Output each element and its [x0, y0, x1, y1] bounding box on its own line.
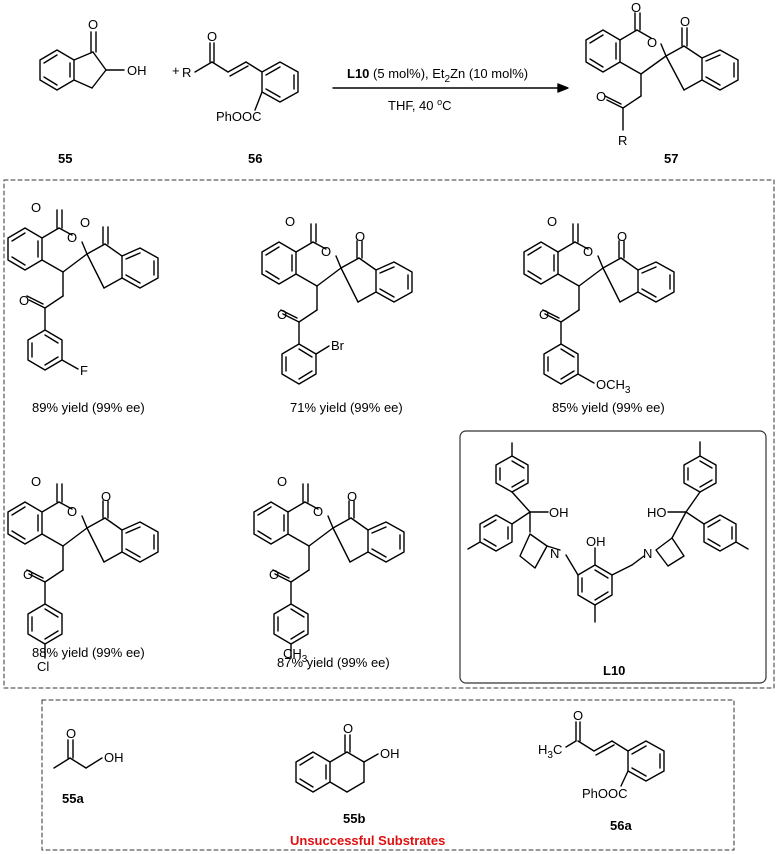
scope4-ketone-o: O	[23, 567, 33, 582]
compound-label-55: 55	[58, 151, 72, 166]
scope5-caption: 87% yield (99% ee)	[277, 655, 390, 670]
scope3-ring-o: O	[583, 244, 593, 259]
scope5-substituent: CH3	[283, 646, 308, 665]
ester-label-56: PhOOC	[216, 109, 262, 124]
scope2-substituent: Br	[331, 338, 345, 353]
scope2-ketone-o: O	[277, 307, 287, 322]
ketone-o-57: O	[596, 89, 606, 104]
plus-sign: +	[172, 63, 180, 78]
oh-label-55: OH	[127, 63, 147, 78]
scope4-caption: 88% yield (99% ee)	[32, 645, 145, 660]
ligand-label: L10	[603, 663, 625, 678]
scope1-substituent: F	[80, 363, 88, 378]
compound-label-55b: 55b	[343, 811, 365, 826]
scope4-ring-o: O	[67, 504, 77, 519]
scope-structure-5	[253, 483, 405, 659]
scope-structure-4	[7, 483, 159, 659]
unsuccessful-frame	[41, 699, 735, 851]
indanone-o-57: O	[680, 14, 690, 29]
r-group-57: R	[618, 133, 627, 148]
scope5-ring-o: O	[313, 504, 323, 519]
carbonyl-o-56: O	[207, 29, 217, 44]
scope4-indanone-o: O	[101, 489, 111, 504]
ligand-ho-right: HO	[647, 505, 667, 520]
ring-o-57: O	[647, 35, 657, 50]
scope2-indanone-o: O	[355, 229, 365, 244]
scope4-substituent: Cl	[37, 659, 49, 674]
methyl-56a: H3C	[538, 742, 562, 761]
conditions-top: L10 (5 mol%), Et2Zn (10 mol%)	[347, 66, 528, 85]
scope1-caption: 89% yield (99% ee)	[32, 400, 145, 415]
structure-55b	[295, 734, 379, 793]
scope4-lactone-o: O	[31, 474, 41, 489]
product-57-structure	[585, 12, 739, 131]
r-group-56: R	[182, 65, 191, 80]
scope1-ring-o: O	[67, 230, 77, 245]
scope3-lactone-o: O	[547, 214, 557, 229]
structure-55a	[53, 739, 103, 769]
ligand-oh-left: OH	[549, 505, 569, 520]
reaction-arrow	[332, 83, 569, 93]
structure-56a	[565, 721, 665, 787]
scope1-indanone-o: O	[80, 215, 90, 230]
scope3-substituent: OCH3	[596, 377, 631, 396]
oh-label-55b: OH	[380, 746, 400, 761]
ligand-n-left: N	[550, 546, 559, 561]
scope5-ketone-o: O	[269, 567, 279, 582]
carbonyl-o-55b: O	[343, 721, 353, 736]
carbonyl-o-55a: O	[66, 726, 76, 741]
reactant-56-structure	[194, 42, 299, 111]
lactone-o-57: O	[631, 0, 641, 15]
compound-label-57: 57	[664, 151, 678, 166]
ligand-box	[459, 430, 767, 684]
compound-label-56a: 56a	[610, 818, 632, 833]
scope-frame	[3, 179, 775, 689]
scope5-lactone-o: O	[277, 474, 287, 489]
scope-structure-2	[261, 223, 413, 385]
carbonyl-o-56a: O	[573, 708, 583, 723]
oh-label-55a: OH	[104, 750, 124, 765]
compound-label-56: 56	[248, 151, 262, 166]
scope5-indanone-o: O	[347, 489, 357, 504]
reactant-55-structure	[39, 31, 125, 91]
scope3-caption: 85% yield (99% ee)	[552, 400, 665, 415]
conditions-bottom: THF, 40 oC	[388, 97, 452, 113]
scope2-ring-o: O	[321, 244, 331, 259]
ligand-n-right: N	[643, 546, 652, 561]
carbonyl-o-55: O	[88, 17, 98, 32]
scope3-indanone-o: O	[617, 229, 627, 244]
compound-label-55a: 55a	[62, 791, 84, 806]
ligand-phenol-oh: OH	[586, 534, 606, 549]
ligand-l10-structure	[467, 441, 749, 623]
scope3-ketone-o: O	[539, 307, 549, 322]
scope2-caption: 71% yield (99% ee)	[290, 400, 403, 415]
scope-structure-1	[7, 209, 159, 371]
ester-label-56a: PhOOC	[582, 786, 628, 801]
scope1-ketone-o: O	[19, 293, 29, 308]
scope2-lactone-o: O	[285, 214, 295, 229]
scope1-lactone-o: O	[31, 200, 41, 215]
unsuccessful-title: Unsuccessful Substrates	[290, 833, 445, 848]
scope-structure-3	[523, 223, 675, 385]
